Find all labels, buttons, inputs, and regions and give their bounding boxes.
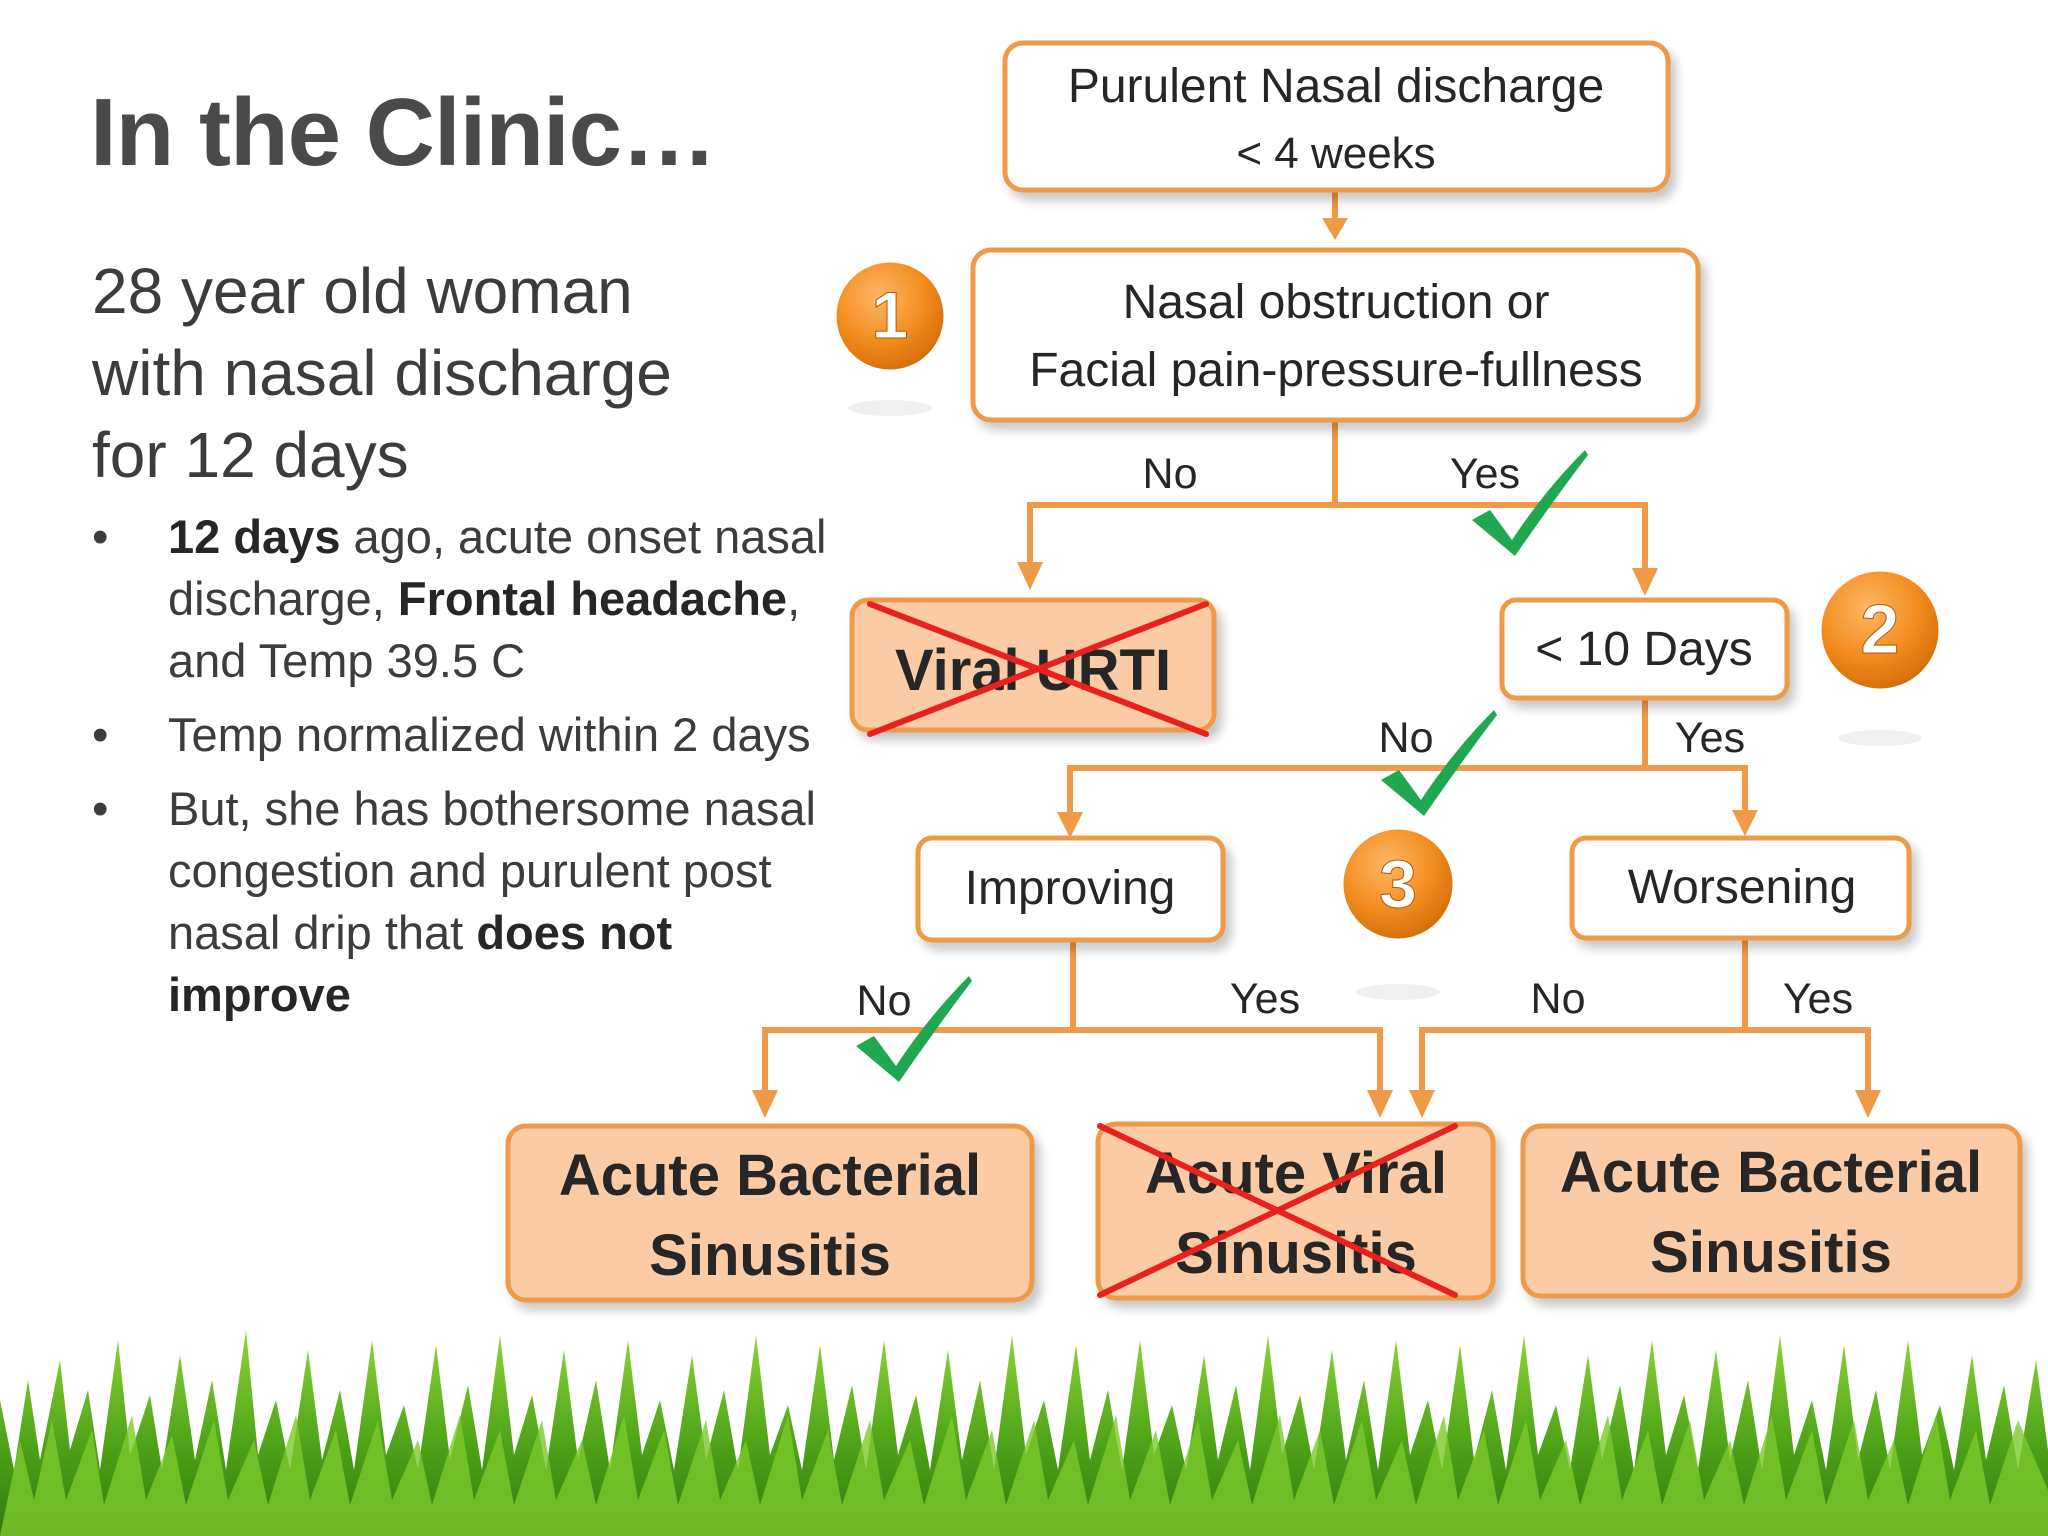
box-text: Purulent Nasal discharge <box>1068 60 1604 113</box>
box-viral-urti: Viral URTI <box>849 597 1217 737</box>
box-worsening: Worsening <box>1569 835 1912 941</box>
box-text: < 10 Days <box>1535 623 1752 676</box>
box-text: Facial pain-pressure-fullness <box>1029 344 1643 397</box>
body-text: Temp normalized within 2 days <box>168 708 811 761</box>
box-acute-bacterial-sinusitis-left: Acute Bacterial Sinusitis <box>505 1123 1035 1303</box>
branch-label-yes: Yes <box>1230 975 1300 1023</box>
box-nasal-obstruction: Nasal obstruction or Facial pain-pressur… <box>970 247 1701 423</box>
branch-label-no: No <box>1379 714 1434 762</box>
case-detail-text: But, she has bothersome nasal congestion… <box>168 782 816 1021</box>
box-purulent-discharge: Purulent Nasal discharge < 4 weeks <box>1002 40 1671 193</box>
bullet-dot-icon: • <box>92 510 109 563</box>
check-icon <box>1381 710 1497 816</box>
case-summary: 28 year old woman with nasal discharge f… <box>92 250 812 496</box>
bullet-dot-icon: • <box>92 708 109 761</box>
case-summary-line: with nasal discharge <box>92 337 672 409</box>
emphasis-text: Frontal headache <box>397 572 788 625</box>
step-badge-2: 2 <box>1818 568 1942 746</box>
case-details-list: • 12 days ago, acute onset nasal discharg… <box>92 506 832 1038</box>
emphasis-text: 12 days <box>168 510 341 563</box>
box-acute-bacterial-sinusitis-right: Acute Bacterial Sinusitis <box>1520 1123 2023 1299</box>
check-icon <box>856 976 972 1082</box>
branch-label-yes: Yes <box>1783 975 1853 1023</box>
connector-lines <box>762 190 1871 1102</box>
case-detail-item: • Temp normalized within 2 days <box>92 704 832 766</box>
case-detail-text: Temp normalized within 2 days <box>168 708 811 761</box>
branch-label-no: No <box>1531 975 1586 1023</box>
case-summary-line: 28 year old woman <box>92 255 633 327</box>
branch-label-yes: Yes <box>1675 714 1745 762</box>
case-summary-line: for 12 days <box>92 419 409 491</box>
bullet-dot-icon: • <box>92 782 109 835</box>
cross-out-icon <box>1097 1123 1458 1298</box>
box-less-than-10-days: < 10 Days <box>1499 597 1790 701</box>
case-detail-item: • But, she has bothersome nasal congestio… <box>92 778 832 1026</box>
box-acute-viral-sinusitis: Acute Viral Sinusitis <box>1095 1121 1496 1301</box>
box-text: Sinusitis <box>1175 1221 1417 1286</box>
slide-title: In the Clinic… <box>90 79 717 186</box>
arrowheads <box>752 218 1881 1118</box>
box-improving: Improving <box>915 835 1226 943</box>
step-badge-3: 3 <box>1340 826 1456 1000</box>
box-text: Sinusitis <box>649 1223 891 1288</box>
body-text: , and Temp 39.5 C <box>168 572 801 687</box>
body-text: ago, acute onset nasal discharge, <box>168 510 827 625</box>
grass-decoration <box>0 1330 2048 1536</box>
box-text: Improving <box>965 862 1176 915</box>
badge-number: 3 <box>1379 846 1417 922</box>
box-text: < 4 weeks <box>1236 129 1435 178</box>
branch-label-yes: Yes <box>1450 450 1520 498</box>
badge-number: 2 <box>1861 590 1900 668</box>
checkmarks <box>856 450 1588 1082</box>
branch-label-no: No <box>857 977 912 1025</box>
emphasis-text: does not improve <box>168 906 673 1021</box>
badge-number: 1 <box>872 278 909 352</box>
branch-label-no: No <box>1143 450 1198 498</box>
box-text: Worsening <box>1628 861 1857 914</box>
case-detail-item: • 12 days ago, acute onset nasal discharg… <box>92 506 832 692</box>
body-text: But, she has bothersome nasal congestion… <box>168 782 816 959</box>
step-badge-1: 1 <box>833 259 947 416</box>
check-icon <box>1472 450 1588 556</box>
box-text: Acute Bacterial <box>1560 1140 1982 1205</box>
case-detail-text: 12 days ago, acute onset nasal discharge… <box>168 510 827 687</box>
box-text: Sinusitis <box>1650 1220 1892 1285</box>
box-text: Nasal obstruction or <box>1123 276 1550 329</box>
cross-out-icon <box>867 601 1209 737</box>
box-text: Acute Bacterial <box>559 1143 981 1208</box>
